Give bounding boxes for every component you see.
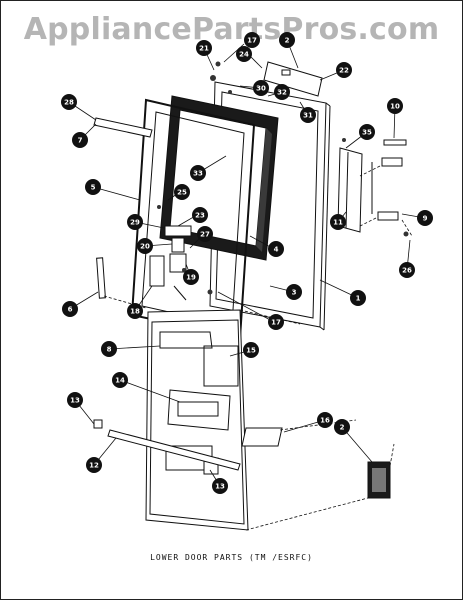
svg-text:33: 33 — [193, 170, 203, 178]
svg-text:24: 24 — [239, 51, 249, 59]
callout-31: 31 — [300, 107, 316, 123]
callout-17-mid: 17 — [268, 314, 284, 330]
svg-text:8: 8 — [107, 346, 112, 354]
dispenser-hardware — [149, 225, 192, 301]
svg-text:25: 25 — [177, 189, 187, 197]
svg-text:1: 1 — [356, 295, 361, 303]
svg-text:21: 21 — [199, 45, 209, 53]
callout-1: 1 — [350, 290, 366, 306]
svg-text:29: 29 — [130, 219, 140, 227]
callout-2-top: 2 — [279, 32, 295, 48]
callout-13-bottom: 13 — [212, 478, 228, 494]
callout-25: 25 — [174, 184, 190, 200]
svg-text:23: 23 — [195, 212, 205, 220]
callout-3: 3 — [286, 284, 302, 300]
svg-text:7: 7 — [78, 137, 83, 145]
callout-8: 8 — [101, 341, 117, 357]
svg-text:15: 15 — [246, 347, 256, 355]
svg-text:2: 2 — [340, 424, 345, 432]
svg-text:16: 16 — [320, 417, 330, 425]
svg-text:9: 9 — [423, 215, 428, 223]
callout-35: 35 — [359, 124, 375, 140]
callout-27: 27 — [197, 226, 213, 242]
svg-text:6: 6 — [68, 306, 73, 314]
callout-15: 15 — [243, 342, 259, 358]
svg-text:11: 11 — [333, 219, 343, 227]
svg-text:13: 13 — [215, 483, 225, 491]
callout-28: 28 — [61, 94, 77, 110]
diagram-caption: LOWER DOOR PARTS (TM /ESRFC) — [150, 553, 313, 562]
callout-18: 18 — [127, 303, 143, 319]
callout-14: 14 — [112, 372, 128, 388]
top-trim-strip — [93, 117, 153, 138]
callout-7: 7 — [72, 132, 88, 148]
callout-19: 19 — [183, 269, 199, 285]
callout-11: 11 — [330, 214, 346, 230]
svg-text:31: 31 — [303, 112, 313, 120]
fasteners — [157, 61, 409, 295]
callout-32: 32 — [274, 84, 290, 100]
side-trim-strip — [96, 257, 106, 299]
svg-text:14: 14 — [115, 377, 125, 385]
svg-text:32: 32 — [277, 89, 287, 97]
svg-text:22: 22 — [339, 67, 349, 75]
svg-text:35: 35 — [362, 129, 372, 137]
svg-text:20: 20 — [140, 243, 150, 251]
callout-20: 20 — [137, 238, 153, 254]
callout-12: 12 — [86, 457, 102, 473]
svg-text:27: 27 — [200, 231, 210, 239]
svg-text:3: 3 — [292, 289, 297, 297]
handle-assembly — [337, 147, 403, 233]
callout-9: 9 — [417, 210, 433, 226]
callout-22: 22 — [336, 62, 352, 78]
bottom-grille — [107, 429, 241, 471]
callout-29: 29 — [127, 214, 143, 230]
callout-10: 10 — [387, 98, 403, 114]
lower-door-panel — [145, 309, 249, 531]
callout-26: 26 — [399, 262, 415, 278]
svg-text:19: 19 — [186, 274, 196, 282]
clip-part — [93, 419, 103, 429]
svg-text:13: 13 — [70, 397, 80, 405]
callout-30: 30 — [253, 80, 269, 96]
watermark: AppliancePartsPros.com — [23, 12, 440, 47]
svg-text:18: 18 — [130, 308, 140, 316]
callout-13-top: 13 — [67, 392, 83, 408]
svg-text:28: 28 — [64, 99, 74, 107]
callout-5: 5 — [85, 179, 101, 195]
callout-4: 4 — [268, 241, 284, 257]
svg-text:17: 17 — [247, 37, 257, 45]
svg-text:5: 5 — [91, 184, 96, 192]
svg-text:30: 30 — [256, 85, 266, 93]
svg-text:12: 12 — [89, 462, 99, 470]
callout-2-bottom: 2 — [334, 419, 350, 435]
callout-16: 16 — [317, 412, 333, 428]
top-hinge-bracket — [263, 61, 323, 97]
callout-23: 23 — [192, 207, 208, 223]
svg-text:17: 17 — [271, 319, 281, 327]
drip-tray — [241, 427, 283, 447]
svg-text:2: 2 — [285, 37, 290, 45]
handle-trim-strip — [383, 139, 407, 146]
kick-plate — [367, 461, 391, 499]
svg-text:4: 4 — [274, 246, 279, 254]
callout-17-top: 17 — [244, 32, 260, 48]
callout-24: 24 — [236, 46, 252, 62]
callout-6: 6 — [62, 301, 78, 317]
callout-33: 33 — [190, 165, 206, 181]
callout-21: 21 — [196, 40, 212, 56]
svg-text:10: 10 — [390, 103, 400, 111]
svg-text:26: 26 — [402, 267, 412, 275]
